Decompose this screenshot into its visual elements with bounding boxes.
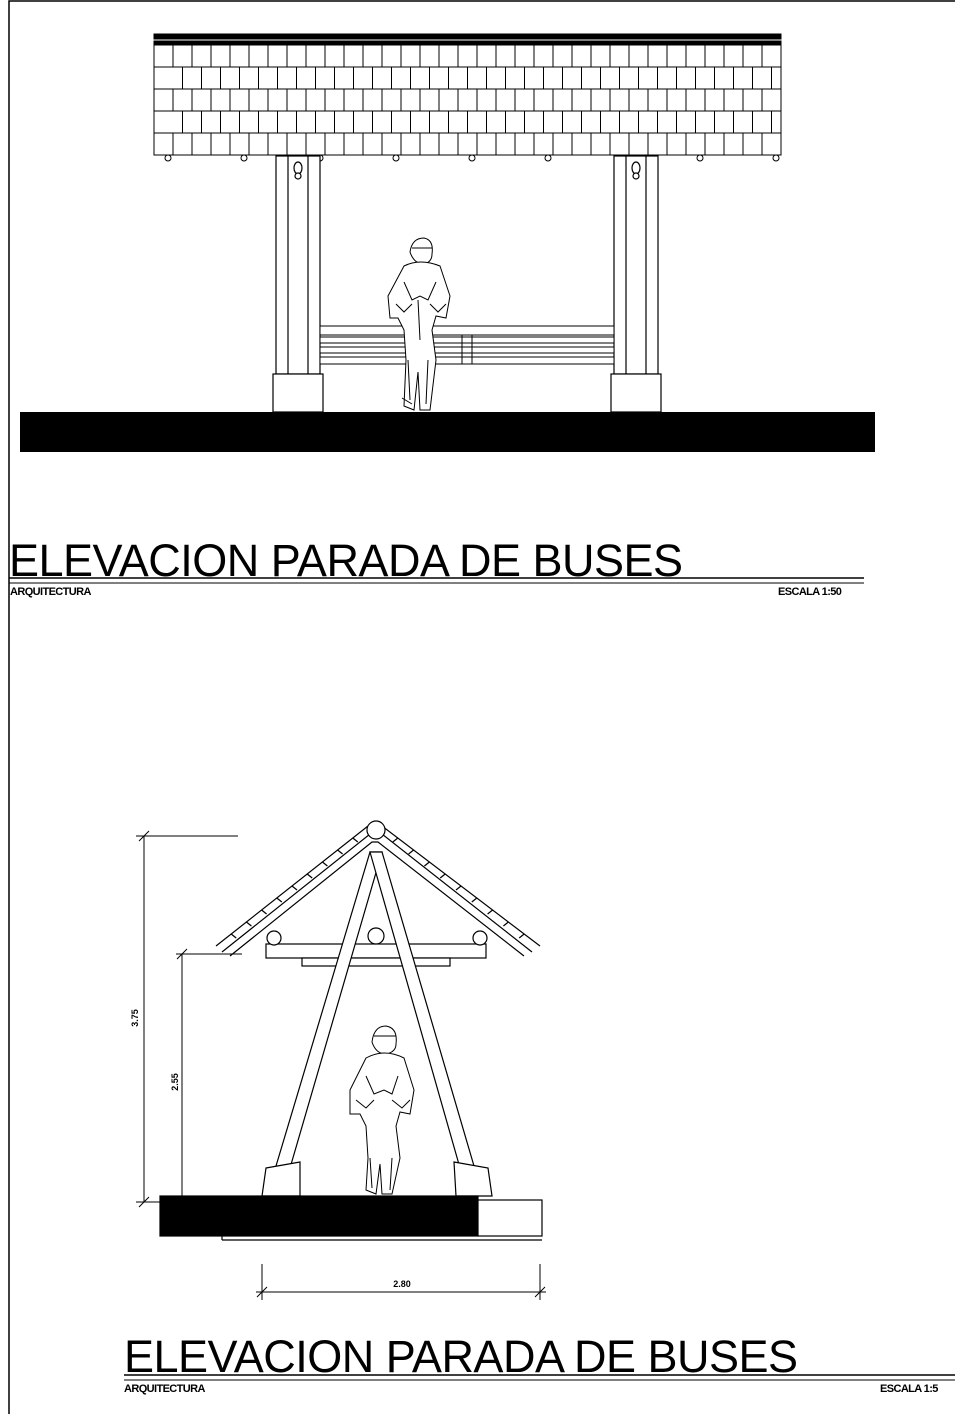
drawing-1-discipline: ARQUITECTURA [10,586,91,598]
front-elevation [20,33,875,452]
side-elevation [159,820,543,1241]
sheet-border [8,0,955,1414]
dimension-lines [136,830,546,1300]
base-slab [159,1195,543,1241]
a-frame-legs [261,851,493,1197]
person-figure-2 [349,1025,415,1195]
drawing-2-title: ELEVACION PARADA DE BUSES [124,1331,798,1382]
bench [319,325,615,365]
pitched-roof [215,820,541,957]
ground-slab [20,412,875,452]
left-column [272,155,324,413]
dim-eave-height: 2.55 [170,1073,180,1091]
roof-tiles [153,33,782,162]
cross-beams [265,852,488,967]
right-column [610,155,662,413]
drawing-2-scale: ESCALA 1:5 [880,1383,938,1395]
drawing-1-scale: ESCALA 1:50 [778,586,842,598]
dim-base-width: 2.80 [393,1279,411,1289]
person-figure [387,237,451,411]
drawing-1-title: ELEVACION PARADA DE BUSES [9,535,683,586]
drawing-2-discipline: ARQUITECTURA [124,1383,205,1395]
dim-total-height: 3.75 [130,1009,140,1027]
